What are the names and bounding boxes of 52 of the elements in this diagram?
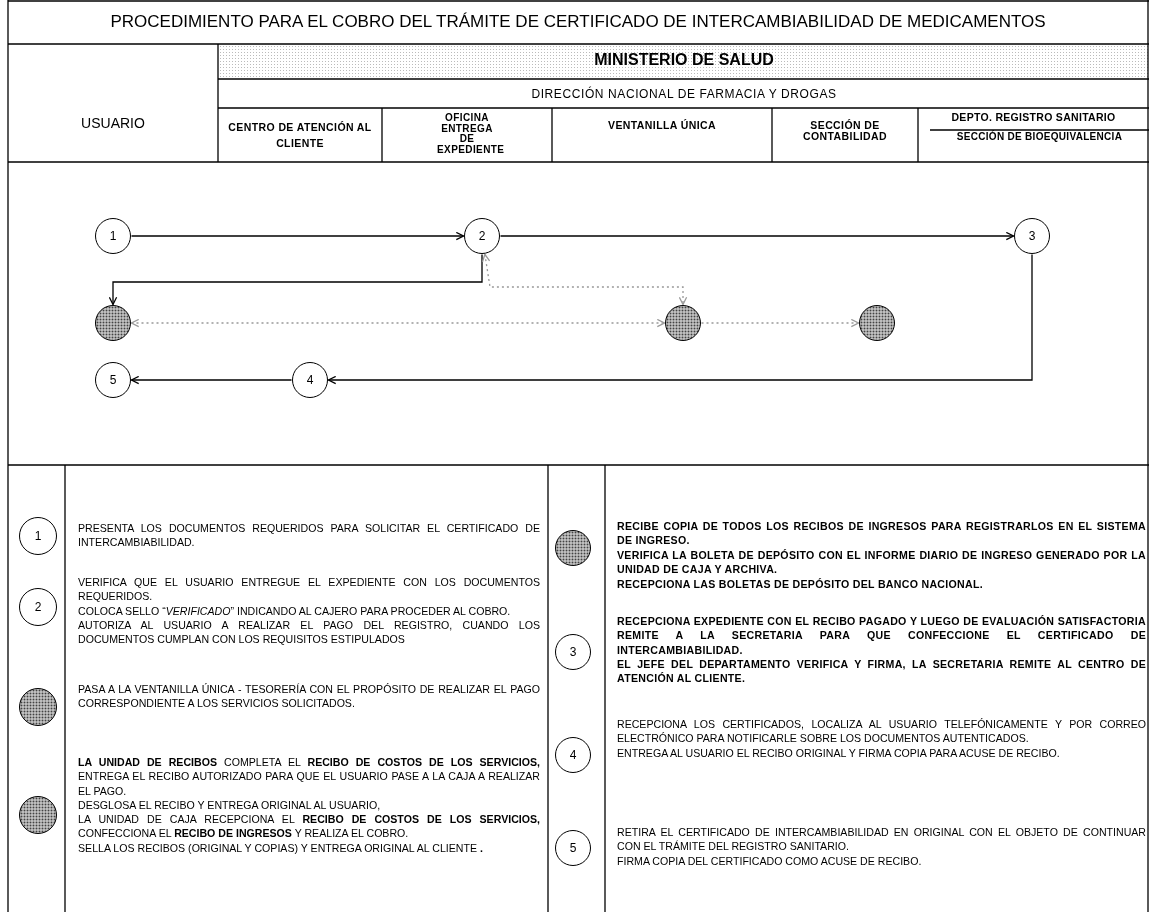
lane-header: OFICINA ENTREGA DE EXPEDIENTE [436,113,506,155]
step-description: SELLA LOS RECIBOS (ORIGINAL Y COPIAS) Y ENTREGA ORIGINAL AL CLIENTE . [78,841,484,856]
arrow [327,253,1033,385]
step-circle: 5 [95,362,131,398]
hatched-step-circle [665,305,701,341]
step-description: FIRMA COPIA DEL CERTIFICADO COMO ACUSE DE RECIBO. [617,854,923,869]
step-description: COLOCA SELLO “VERIFICADO” INDICANDO AL CAJERO PARA PROCEDER AL COBRO. [78,604,512,619]
hatched-step-circle [555,530,591,566]
hatched-step-circle [19,796,57,834]
arrow [130,375,293,385]
arrow [130,318,666,328]
step-description: PRESENTA LOS DOCUMENTOS REQUERIDOS PARA SOLICITAR EL CERTIFICADO DE INTERCAMBIABILIDAD. [78,521,540,550]
step-circle: 1 [19,517,57,555]
lane-header: VENTANILLA ÚNICA [607,120,717,131]
lane-header: USUARIO [80,116,146,131]
lane-header: SECCIÓN DE BIOEQUIVALENCIA [955,132,1124,143]
hatched-step-circle [95,305,131,341]
step-circle: 3 [1014,218,1050,254]
step-circle: 2 [464,218,500,254]
lane-header: DIRECCIÓN NACIONAL DE FARMACIA Y DROGAS [530,88,838,101]
step-circle: 5 [555,830,591,866]
step-description: EL JEFE DEL DEPARTAMENTO VERIFICA Y FIRMA, LA SECRETARIA REMITE AL CENTRO DE ATENCIÓN AL CLIENTE. [617,657,1146,686]
arrow [700,318,860,328]
arrow [130,231,465,241]
step-description: RECIBE COPIA DE TODOS LOS RECIBOS DE INGRESOS PARA REGISTRARLOS EN EL SISTEMA DE INGRESO. [617,519,1146,548]
step-description: PASA A LA VENTANILLA ÚNICA - TESORERÍA CON EL PROPÓSITO DE REALIZAR EL PAGO CORRESPONDIENTE A LOS SERVICIOS SOLICITADOS. [78,682,540,711]
step-description: RECEPCIONA LAS BOLETAS DE DEPÓSITO DEL BANCO NACIONAL. [617,577,984,592]
arrow [499,231,1015,241]
lane-header: MINISTERIO DE SALUD [593,52,775,69]
step-description: ENTREGA AL USUARIO EL RECIBO ORIGINAL Y FIRMA COPIA PARA ACUSE DE RECIBO. [617,746,1061,761]
hatched-step-circle [19,688,57,726]
step-circle: 4 [555,737,591,773]
step-circle: 1 [95,218,131,254]
step-description: RECEPCIONA LOS CERTIFICADOS, LOCALIZA AL USUARIO TELEFÓNICAMENTE Y POR CORREO ELECTRÓNICO PARA NOTIFICARLE SOBRE LOS DOCUMENTOS AUTENTICADOS. [617,717,1146,746]
hatched-step-circle [859,305,895,341]
step-description: DESGLOSA EL RECIBO Y ENTREGA ORIGINAL AL USUARIO, [78,798,382,813]
step-circle: 2 [19,588,57,626]
step-description: AUTORIZA AL USUARIO A REALIZAR EL PAGO DEL REGISTRO, CUANDO LOS DOCUMENTOS CUMPLAN CON LOS REQUISITOS ESTIPULADOS [78,618,540,647]
lane-header: CENTRO DE ATENCIÓN AL CLIENTE [227,120,373,151]
diagram-title: PROCEDIMIENTO PARA EL COBRO DEL TRÁMITE DE CERTIFICADO DE INTERCAMBIABILIDAD DE MEDICAMENTOS [109,12,1047,32]
step-description: VERIFICA LA BOLETA DE DEPÓSITO CON EL INFORME DIARIO DE INGRESO GENERADO POR LA UNIDAD DE CAJA Y ARCHIVA. [617,548,1146,577]
arrow [108,253,483,306]
step-circle: 4 [292,362,328,398]
arrow [481,253,688,306]
step-description: RECEPCIONA EXPEDIENTE CON EL RECIBO PAGADO Y LUEGO DE EVALUACIÓN SATISFACTORIA REMITE A LA SECRETARIA PARA QUE CONFECCIONE EL CERTIFICADO DE INTERCAMBIABILIDAD. [617,614,1146,658]
lane-header: SECCIÓN DE CONTABILIDAD [802,120,888,143]
lane-header: DEPTO. REGISTRO SANITARIO [950,112,1117,123]
step-description: RETIRA EL CERTIFICADO DE INTERCAMBIABILIDAD EN ORIGINAL CON EL OBJETO DE CONTINUAR CON EL TRÁMITE DEL REGISTRO SANITARIO. [617,825,1146,854]
step-description: VERIFICA QUE EL USUARIO ENTREGUE EL EXPEDIENTE CON LOS DOCUMENTOS REQUERIDOS. [78,575,540,604]
step-description: LA UNIDAD DE RECIBOS COMPLETA EL RECIBO DE COSTOS DE LOS SERVICIOS, ENTREGA EL RECIBO AUTORIZADO PARA QUE EL USUARIO PASE A LA CAJA A REALIZAR EL PAGO. [78,755,540,799]
step-circle: 3 [555,634,591,670]
step-description: LA UNIDAD DE CAJA RECEPCIONA EL RECIBO DE COSTOS DE LOS SERVICIOS, CONFECCIONA EL RECIBO DE INGRESOS Y REALIZA EL COBRO. [78,812,540,841]
